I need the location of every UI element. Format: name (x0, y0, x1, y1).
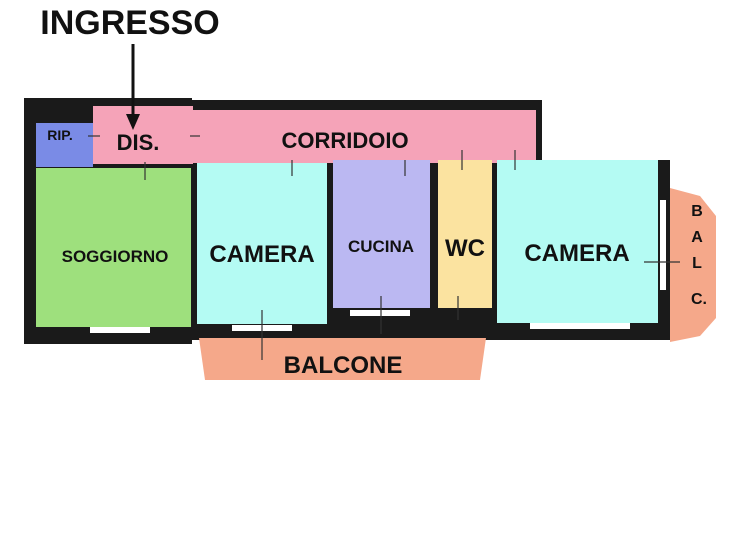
balc-letter: C. (691, 291, 707, 308)
room-label-camera-2: CAMERA (524, 240, 629, 267)
room-soggiorno (36, 168, 191, 327)
room-camera-1 (197, 163, 327, 324)
room-label-dis: DIS. (117, 130, 160, 155)
room-label-cucina: CUCINA (348, 237, 414, 256)
room-rip (36, 123, 93, 167)
room-balcone (199, 338, 486, 380)
balc-letter: L (692, 255, 702, 272)
room-label-camera-1: CAMERA (209, 241, 314, 268)
entrance-arrow-head (126, 114, 140, 130)
window-camera-2-side (660, 200, 666, 290)
balc-letter: A (691, 229, 703, 246)
room-label-rip: RIP. (47, 127, 72, 143)
room-cucina (333, 160, 430, 308)
room-label-balcone: BALCONE (284, 352, 403, 379)
room-label-corridoio: CORRIDOIO (281, 128, 408, 153)
room-camera-2 (497, 160, 658, 323)
window-soggiorno (90, 327, 150, 333)
window-cucina (350, 310, 410, 316)
balc-letter: B (691, 203, 703, 220)
room-balc-side (670, 188, 716, 342)
room-wc (438, 160, 492, 308)
room-label-soggiorno: SOGGIORNO (62, 247, 169, 266)
room-label-wc: WC (445, 235, 485, 262)
entrance-label: INGRESSO (40, 4, 219, 42)
room-dis (93, 106, 193, 164)
window-camera-2 (530, 323, 630, 329)
room-corridoio (190, 110, 536, 163)
